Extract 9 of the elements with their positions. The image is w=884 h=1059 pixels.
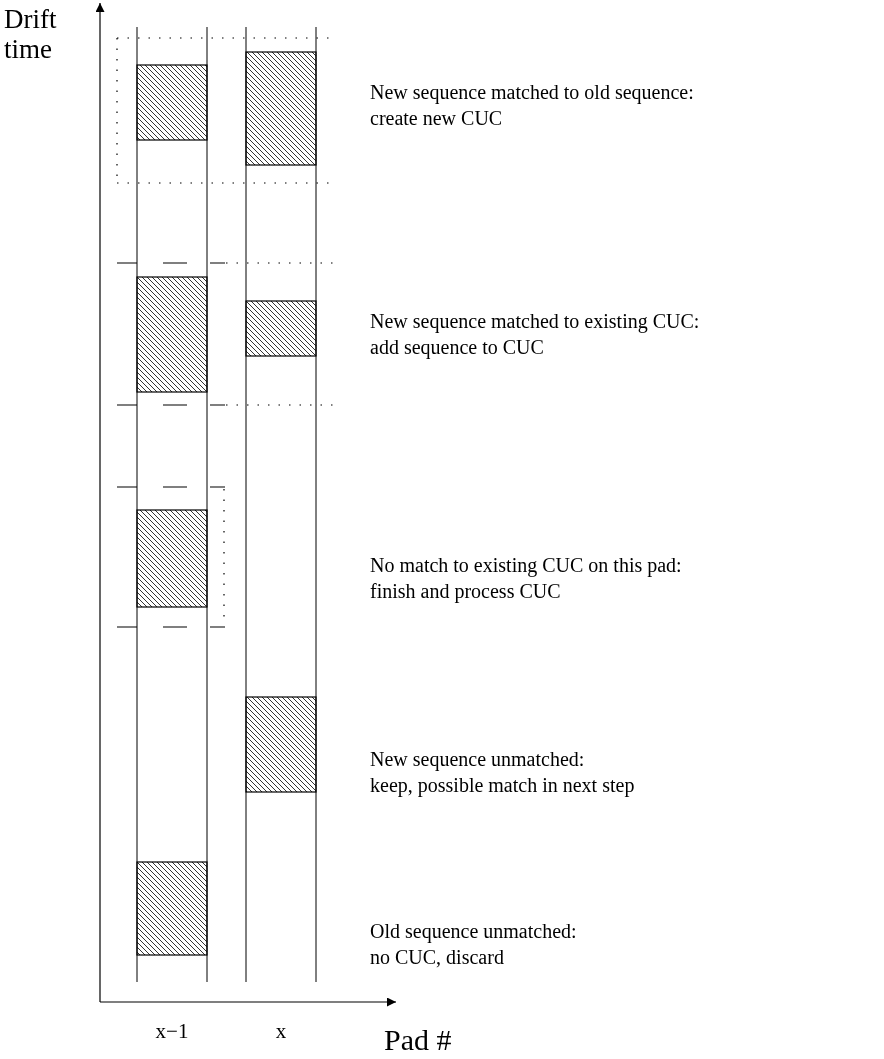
step-description: New sequence matched to old sequence: create new CUC [370,80,694,131]
step-description: No match to existing CUC on this pad: finish and process CUC [370,553,682,604]
step-description: Old sequence unmatched: no CUC, discard [370,919,577,970]
step-description: New sequence unmatched: keep, possible match in next step [370,747,635,798]
tick-label: x−1 [154,1018,190,1045]
step-description: New sequence matched to existing CUC: add sequence to CUC [370,309,700,360]
axis-label: Drift time [4,4,58,65]
tick-label: x [274,1018,288,1045]
axis-label: Pad # [384,1022,452,1058]
